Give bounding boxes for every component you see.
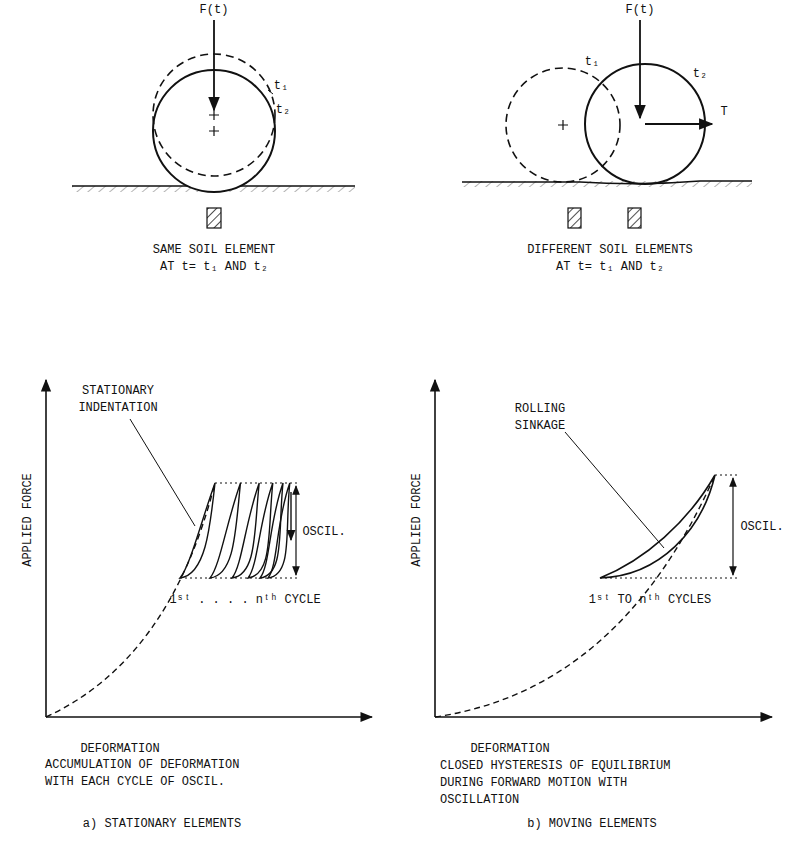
sinkage-curve <box>435 475 715 717</box>
leader-line <box>130 419 195 526</box>
time-label: t₁ <box>274 78 288 95</box>
traction-label: T <box>720 104 727 121</box>
time-label: t₁ <box>585 54 599 71</box>
y-axis <box>434 380 436 717</box>
leader-line <box>268 90 273 94</box>
oscil-label: OSCIL. <box>740 519 783 536</box>
curve-label: STATIONARY INDENTATION <box>68 383 168 417</box>
element-note: SAME SOIL ELEMENT AT t= t₁ AND t₂ <box>147 242 281 276</box>
direction-arrow <box>290 492 291 540</box>
x-axis <box>435 716 772 718</box>
dotted-line <box>715 475 738 476</box>
ground-hatch <box>462 181 752 187</box>
soil-element <box>568 208 581 228</box>
axis-label: APPLIED FORCE <box>20 473 37 567</box>
hysteresis-loop <box>210 483 241 578</box>
ground-line <box>462 181 752 184</box>
y-axis <box>45 380 47 717</box>
axis-label: DEFORMATION <box>470 741 549 758</box>
hysteresis-loop <box>248 483 273 578</box>
wheel-t1 <box>506 68 620 182</box>
cycle-label: 1ˢᵗ . . . . nᵗʰ CYCLE <box>169 592 320 609</box>
center-mark <box>558 120 568 130</box>
oscil-arrow <box>295 486 296 575</box>
force-arrow <box>639 20 641 118</box>
curve-label: ROLLING SINKAGE <box>504 401 576 435</box>
time-label: t₂ <box>693 66 707 83</box>
panel-caption: CLOSED HYSTERESIS OF EQUILIBRIUM DURING … <box>440 758 692 809</box>
hysteresis-loop <box>232 483 259 578</box>
panel-title: a) STATIONARY ELEMENTS <box>83 816 241 833</box>
dotted-line <box>180 578 300 579</box>
oscil-label: OSCIL. <box>302 524 345 541</box>
element-note: DIFFERENT SOIL ELEMENTS AT t= t₁ AND t₂ <box>521 242 699 276</box>
hysteresis-loop <box>268 483 290 578</box>
stationary-wheel <box>72 20 355 228</box>
force-arrow <box>213 20 215 110</box>
leader-line <box>565 432 664 548</box>
hysteresis-loop <box>180 483 215 578</box>
stationary-graph <box>46 380 372 717</box>
force-label: F(t) <box>626 2 655 19</box>
cycle-label: 1ˢᵗ TO nᵗʰ CYCLES <box>589 592 711 609</box>
oscil-arrow <box>732 478 733 575</box>
moving-graph <box>435 380 772 717</box>
soil-element <box>207 208 221 228</box>
hysteresis-loop <box>600 475 715 578</box>
soil-element <box>628 208 641 228</box>
x-axis <box>46 716 372 718</box>
dotted-line <box>215 483 300 484</box>
axis-label: DEFORMATION <box>80 741 159 758</box>
center-mark <box>209 110 219 136</box>
axis-label: APPLIED FORCE <box>409 473 426 567</box>
panel-title: b) MOVING ELEMENTS <box>527 816 657 833</box>
traction-arrow <box>645 123 712 125</box>
time-label: t₂ <box>276 102 290 119</box>
rolling-wheel <box>462 20 752 228</box>
force-label: F(t) <box>200 2 229 19</box>
dotted-line <box>600 578 738 579</box>
panel-caption: ACCUMULATION OF DEFORMATION WITH EACH CY… <box>45 757 259 791</box>
